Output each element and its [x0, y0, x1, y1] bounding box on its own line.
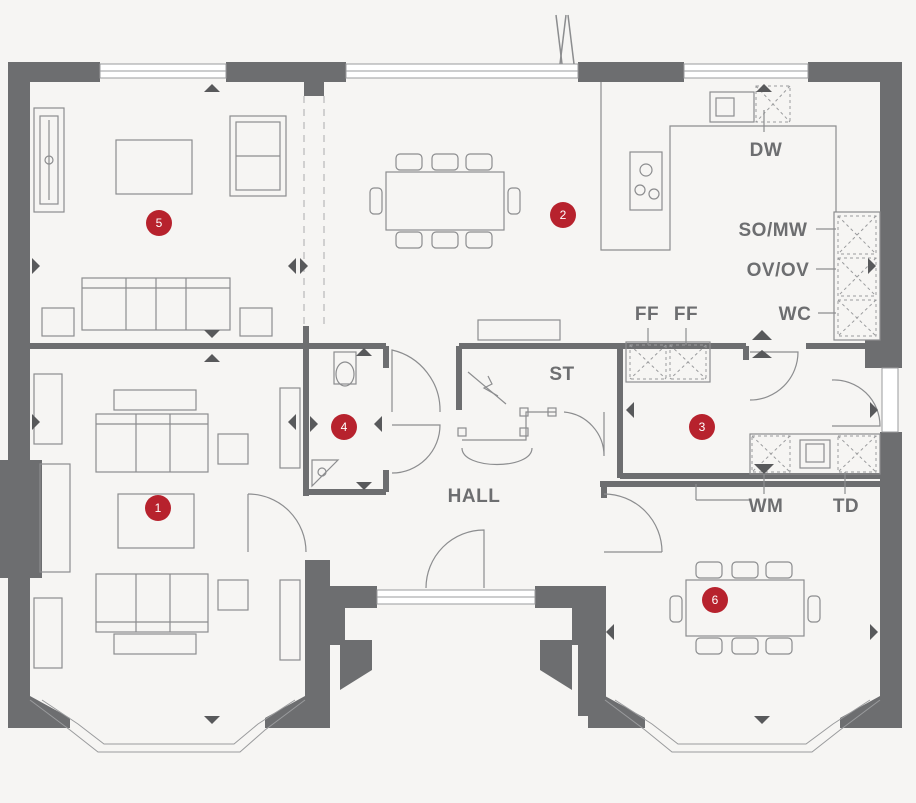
- svg-text:5: 5: [156, 216, 163, 230]
- label-ff-2: FF: [674, 304, 698, 325]
- doors: [247, 349, 881, 589]
- room-marker-3: 3: [689, 414, 715, 440]
- svg-text:6: 6: [712, 593, 719, 607]
- room1-furniture: [33, 373, 301, 669]
- room6-furniture: [669, 561, 821, 655]
- svg-text:2: 2: [560, 208, 567, 222]
- room2-furniture: [369, 82, 881, 383]
- room-marker-4: 4: [331, 414, 357, 440]
- windows: [29, 14, 899, 753]
- room-marker-2: 2: [550, 202, 576, 228]
- room4-fixtures: [311, 351, 357, 488]
- room5-furniture: [33, 107, 287, 337]
- label-wm: WM: [749, 496, 784, 517]
- room-marker-1: 1: [145, 495, 171, 521]
- label-wc: WC: [779, 304, 812, 325]
- label-hall: HALL: [448, 486, 501, 507]
- svg-text:4: 4: [341, 420, 348, 434]
- stairs: [457, 319, 561, 465]
- label-dw: DW: [750, 140, 783, 161]
- interior-walls: [30, 326, 880, 498]
- svg-text:1: 1: [155, 501, 162, 515]
- dimension-arrows: [32, 84, 878, 724]
- label-td: TD: [833, 496, 859, 517]
- label-so-mw: SO/MW: [739, 220, 808, 241]
- svg-text:3: 3: [699, 420, 706, 434]
- label-st: ST: [549, 364, 574, 385]
- label-ov-ov: OV/OV: [747, 260, 810, 281]
- label-ff-1: FF: [635, 304, 659, 325]
- ground: [0, 728, 916, 803]
- room-marker-5: 5: [146, 210, 172, 236]
- exterior-walls: [0, 62, 902, 730]
- room-marker-6: 6: [702, 587, 728, 613]
- room3-fixtures: [695, 433, 881, 501]
